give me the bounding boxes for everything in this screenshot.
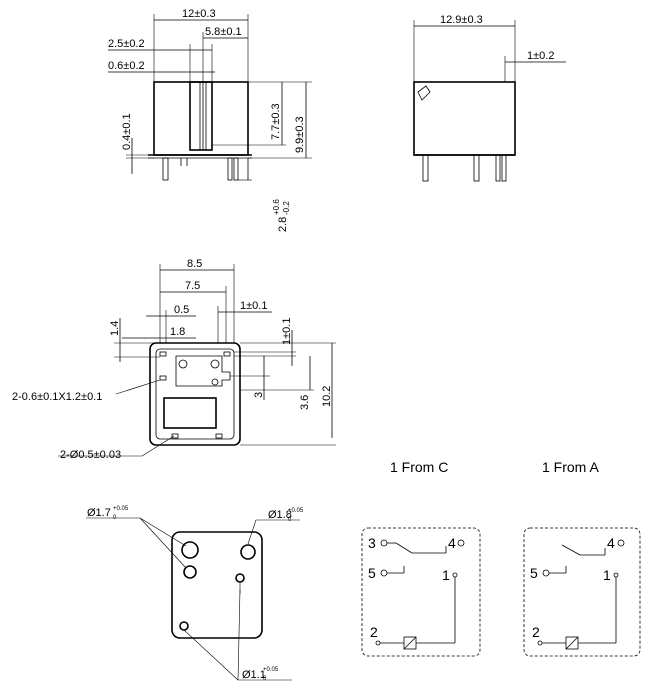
side-view: 12.9±0.3 1±0.2	[413, 14, 566, 182]
dim-1-4: 1.4	[109, 321, 121, 336]
dim-1-8: 1.8	[170, 326, 185, 338]
pin-3: 3	[368, 535, 376, 551]
dim-3-6: 3.6	[299, 395, 311, 410]
bottom-view: 8.5 7.5 0.5 1±0.1 1.8 1.4 1±0.1 3 3.6 10…	[12, 258, 336, 461]
base-gap-label: 0.4±0.1	[121, 113, 133, 150]
pin-5-a: 5	[530, 565, 538, 581]
dim-0-5: 0.5	[174, 304, 189, 316]
front-pin-right-a	[227, 157, 233, 181]
dim-3: 3	[253, 392, 265, 398]
side-pin-left	[422, 154, 429, 182]
dim-1-top: 1±0.1	[240, 300, 267, 312]
hole-b-tol-bottom: 0	[288, 517, 292, 523]
schematic-form-a: 1 From A 4 5 1 2	[523, 459, 641, 657]
front-pin-right-b	[233, 157, 239, 181]
pin-4: 4	[448, 535, 456, 551]
bottom-body	[149, 342, 241, 446]
dim-8-5: 8.5	[187, 258, 202, 270]
hole-a-tol-top: +0.05	[113, 506, 129, 512]
front-pin-left	[162, 157, 169, 181]
side-pin-mid	[473, 154, 480, 182]
pin-2-a: 2	[532, 624, 540, 640]
hole-a-label: Ø1.7	[87, 507, 111, 519]
pin-1-a: 1	[603, 567, 611, 583]
height-label: 9.9±0.3	[294, 116, 306, 153]
side-offset-label: 1±0.2	[527, 50, 554, 62]
hole-note: 2-Ø0.5±0.03	[60, 449, 121, 461]
slot-width-label: 2.5±0.2	[108, 38, 145, 50]
front-body	[153, 81, 249, 156]
hole-b-label: Ø1.8	[268, 509, 292, 521]
dim-1-right: 1±0.1	[281, 318, 293, 345]
pin-5: 5	[368, 565, 376, 581]
hole-c-label: Ø1.1	[242, 669, 266, 681]
slot-note: 2-0.6±0.1X1.2±0.1	[12, 391, 102, 403]
schematic-form-c: 1 From C 3 4 5 1 2	[361, 459, 481, 657]
hole-a-tol-bottom: 0	[113, 515, 117, 521]
hole-c-tol-bottom: 0	[263, 676, 267, 682]
side-pin-right-b	[501, 154, 507, 182]
schematic-a-title: 1 From A	[542, 459, 599, 475]
pcb-hole-a	[181, 541, 199, 559]
dim-10-2: 10.2	[321, 386, 333, 407]
hole-b-tol-top: +0.05	[288, 508, 304, 514]
pin-length-plus: +0.6	[272, 199, 281, 215]
pin-length-minus: -0.2	[282, 201, 291, 215]
slot-depth-label: 7.7±0.3	[270, 103, 282, 140]
front-width-label: 12±0.3	[182, 8, 216, 20]
slot-gap-label: 0.6±0.2	[108, 60, 145, 72]
pin-length-label: 2.8	[277, 217, 289, 232]
pcb-outline	[171, 531, 263, 639]
pin-2: 2	[370, 624, 378, 640]
pin-1: 1	[442, 567, 450, 583]
dim-7-5: 7.5	[185, 280, 200, 292]
front-view: 12±0.3 5.8±0.1 2.5±0.2 0.6±0.2 0.4±0.1 7…	[108, 8, 312, 232]
pcb-hole-c	[179, 621, 189, 631]
pcb-hole-b	[240, 544, 256, 560]
side-pin-right-a	[495, 154, 501, 182]
pin-4-a: 4	[607, 535, 615, 551]
hole-c-tol-top: +0.05	[263, 667, 279, 673]
pcb-layout: Ø1.7 +0.05 0 Ø1.8 +0.05 0 Ø1.1 +0.05 0	[86, 506, 304, 682]
schematic-c-title: 1 From C	[390, 459, 448, 475]
slot-offset-label: 5.8±0.1	[205, 26, 242, 38]
front-slot	[189, 81, 213, 151]
side-width-label: 12.9±0.3	[440, 14, 483, 26]
